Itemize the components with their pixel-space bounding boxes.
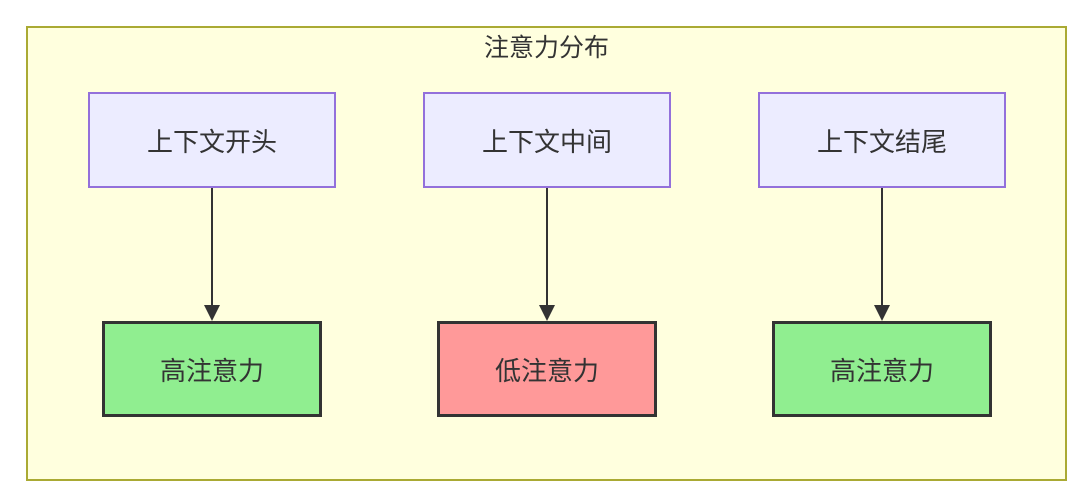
source-node-context-end: 上下文结尾 xyxy=(758,92,1006,188)
target-node-label: 高注意力 xyxy=(829,355,934,386)
source-node-label: 上下文结尾 xyxy=(816,126,947,157)
diagram-column-context-end: 上下文结尾 高注意力 xyxy=(758,92,1006,417)
target-node-high-attention-2: 高注意力 xyxy=(772,321,992,417)
diagram-column-context-beginning: 上下文开头 高注意力 xyxy=(88,92,336,417)
source-node-context-middle: 上下文中间 xyxy=(423,92,671,188)
source-node-context-beginning: 上下文开头 xyxy=(88,92,336,188)
source-node-label: 上下文中间 xyxy=(481,126,612,157)
down-arrow-edge xyxy=(204,188,220,321)
attention-distribution-container: 注意力分布 上下文开头 高注意力 上下文中间 低注意力 上下文结尾 xyxy=(26,26,1067,481)
diagram-title: 注意力分布 xyxy=(483,34,609,62)
source-node-label: 上下文开头 xyxy=(146,126,277,157)
target-node-high-attention-1: 高注意力 xyxy=(102,321,322,417)
diagram-column-context-middle: 上下文中间 低注意力 xyxy=(423,92,671,417)
target-node-label: 低注意力 xyxy=(494,355,599,386)
target-node-label: 高注意力 xyxy=(159,355,264,386)
down-arrow-edge xyxy=(539,188,555,321)
target-node-low-attention: 低注意力 xyxy=(437,321,657,417)
down-arrow-edge xyxy=(874,188,890,321)
